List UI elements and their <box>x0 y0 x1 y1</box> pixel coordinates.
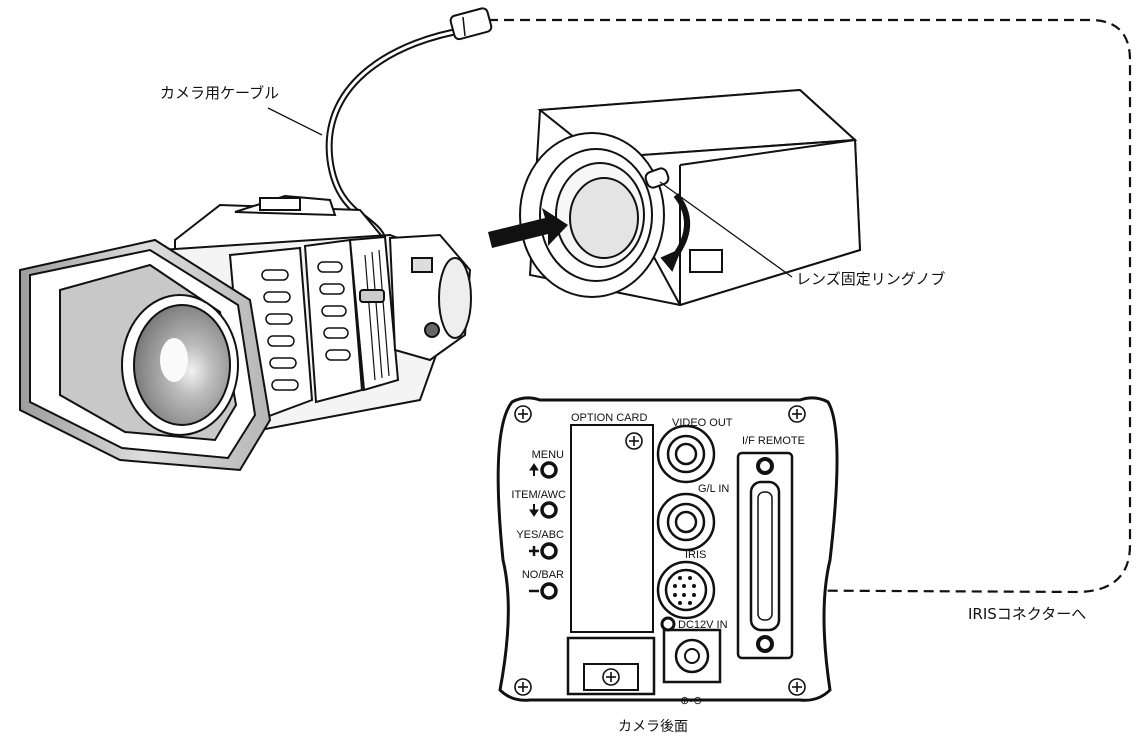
lens-ring-knob-leader <box>659 181 793 278</box>
dc12v-in-label: DC12V IN <box>678 619 728 631</box>
zoom-lens <box>19 194 472 472</box>
cable-route-dashed-line <box>488 18 1132 594</box>
no-bar-label: NO/BAR <box>522 569 564 581</box>
lens-ring-knob-label: レンズ固定リングノブ <box>796 270 946 288</box>
yes-abc-label: YES/ABC <box>516 529 564 541</box>
camera-body <box>519 88 862 307</box>
item-awc-label: ITEM/AWC <box>511 489 566 501</box>
insert-arrow <box>488 208 568 248</box>
if-remote-label: I/F REMOTE <box>742 435 805 447</box>
gl-in-label: G/L IN <box>698 483 729 495</box>
video-out-label: VIDEO OUT <box>672 417 733 429</box>
camera-rear-caption: カメラ後面 <box>618 719 688 735</box>
camera-cable-label: カメラ用ケーブル <box>160 84 280 102</box>
camera-cable-leader <box>267 107 323 136</box>
rear-panel: OPTION CARD VIDEO OUT I/F REMOTE G/L IN … <box>496 396 839 707</box>
iris-label: IRIS <box>685 549 706 561</box>
option-card-label: OPTION CARD <box>571 412 647 424</box>
iris-connector-label: IRISコネクターへ <box>968 605 1087 623</box>
polarity-symbol: ⊕•⊖ <box>680 695 702 707</box>
menu-label: MENU <box>532 449 564 461</box>
